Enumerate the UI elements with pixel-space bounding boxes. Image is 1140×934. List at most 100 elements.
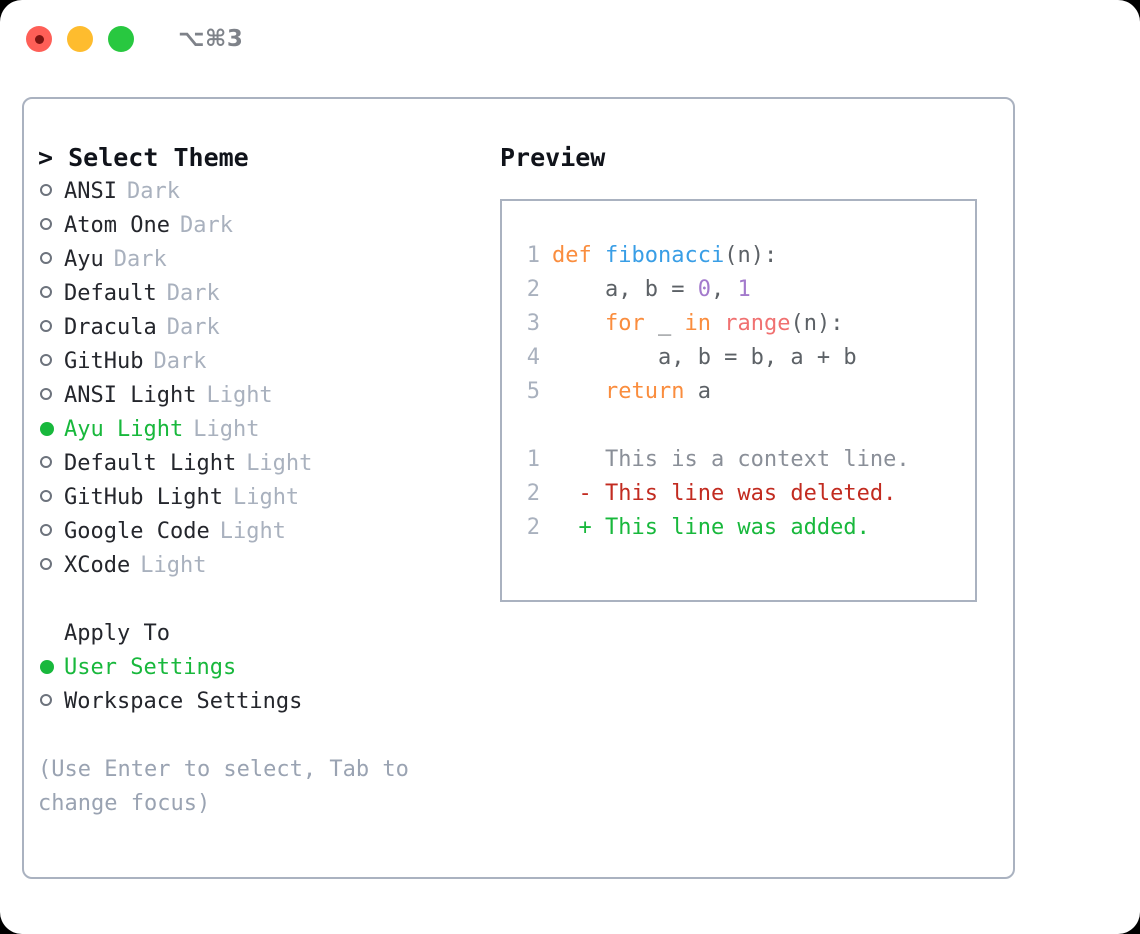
option-name: ANSI Light <box>64 383 197 408</box>
diff-line-number: 2 <box>526 481 540 506</box>
diff-line: 2 + This line was added. <box>514 511 971 545</box>
option-name: Default Light <box>64 451 237 476</box>
code-token: a <box>684 379 711 404</box>
radio-unselected-circle-icon <box>40 456 52 468</box>
code-diff-separator <box>514 409 971 443</box>
radio-selected-dot-icon <box>40 660 54 674</box>
radio-unselected-circle-icon <box>40 694 52 706</box>
code-token: def <box>552 243 605 268</box>
theme-option-xcode[interactable]: XCode Light <box>38 549 498 583</box>
radio-unselected-circle-icon <box>40 558 52 570</box>
theme-option-github[interactable]: GitHub Dark <box>38 345 498 379</box>
option-name: Ayu <box>64 247 104 272</box>
option-tag: Dark <box>153 349 207 374</box>
option-tag: Dark <box>166 281 220 306</box>
apply-option-user-settings[interactable]: User Settings <box>38 651 498 685</box>
option-tag: Light <box>246 451 313 476</box>
option-tag: Dark <box>166 315 220 340</box>
theme-option-ansi-light[interactable]: ANSI Light Light <box>38 379 498 413</box>
code-line: 3 for _ in range(n): <box>514 307 971 341</box>
preview-heading: Preview <box>500 143 606 172</box>
option-name: ANSI <box>64 179 117 204</box>
code-line: 1 def fibonacci(n): <box>514 239 971 273</box>
radio-unselected-circle-icon <box>40 252 52 264</box>
apply-to-label: Apply To <box>64 621 170 646</box>
theme-option-default-light[interactable]: Default Light Light <box>38 447 498 481</box>
code-line-text: return a <box>552 375 711 409</box>
code-token: (n): <box>790 311 844 336</box>
code-token: for <box>604 311 645 336</box>
keyboard-hint-text: (Use Enter to select, Tab to change focu… <box>38 757 409 816</box>
theme-option-ayu[interactable]: Ayu Dark <box>38 243 498 277</box>
code-line: 5 return a <box>514 375 971 409</box>
option-name: GitHub <box>64 349 144 374</box>
option-tag: Dark <box>113 247 167 272</box>
select-theme-heading: > Select Theme <box>38 143 249 172</box>
diff-line-text: + This line was added. <box>552 515 870 540</box>
list-spacer <box>38 583 498 617</box>
code-token: (n): <box>724 243 778 268</box>
option-tag: Light <box>193 417 260 442</box>
window-titlebar: ⌥⌘3 <box>0 0 1140 78</box>
code-token: , <box>710 277 738 302</box>
code-line-number: 1 <box>526 243 540 268</box>
code-token: a, b = b, a + b <box>552 345 857 370</box>
theme-option-ansi[interactable]: ANSI Dark <box>38 175 498 209</box>
code-token: 1 <box>737 277 751 302</box>
code-token: a, b = <box>552 277 698 302</box>
theme-option-dracula[interactable]: Dracula Dark <box>38 311 498 345</box>
option-tag: Dark <box>126 179 180 204</box>
option-name: XCode <box>64 553 131 578</box>
minimize-button-icon[interactable] <box>67 26 93 52</box>
code-line-text: for _ in range(n): <box>552 307 843 341</box>
code-line-text: a, b = b, a + b <box>552 341 857 375</box>
close-button-icon[interactable] <box>26 26 52 52</box>
option-name: Workspace Settings <box>64 689 303 714</box>
option-name: GitHub Light <box>64 485 223 510</box>
option-name: User Settings <box>64 655 237 680</box>
option-tag: Light <box>206 383 273 408</box>
diff-line-text: - This line was deleted. <box>552 481 897 506</box>
diff-line-number: 2 <box>526 515 540 540</box>
radio-unselected-circle-icon <box>40 354 52 366</box>
code-token: in <box>684 311 711 336</box>
code-line-text: a, b = 0, 1 <box>552 273 751 307</box>
code-token: fibonacci <box>604 243 725 268</box>
option-tag: Dark <box>179 213 233 238</box>
code-line-text: def fibonacci(n): <box>552 239 777 273</box>
apply-option-workspace-settings[interactable]: Workspace Settings <box>38 685 498 719</box>
code-token: _ <box>644 311 685 336</box>
option-tag: Light <box>140 553 207 578</box>
diff-line: 1 This is a context line. <box>514 443 971 477</box>
radio-unselected-circle-icon <box>40 490 52 502</box>
diff-line-number: 1 <box>526 447 540 472</box>
code-line-number: 2 <box>526 277 540 302</box>
diff-sample: 1 This is a context line. 2 - This line w… <box>514 443 971 545</box>
radio-selected-dot-icon <box>40 422 54 436</box>
keyboard-shortcut-label: ⌥⌘3 <box>178 26 244 52</box>
radio-unselected-circle-icon <box>40 388 52 400</box>
radio-unselected-circle-icon <box>40 320 52 332</box>
maximize-button-icon[interactable] <box>108 26 134 52</box>
code-line-number: 4 <box>526 345 540 370</box>
radio-unselected-circle-icon <box>40 184 52 196</box>
code-line: 2 a, b = 0, 1 <box>514 273 971 307</box>
radio-unselected-circle-icon <box>40 286 52 298</box>
code-token <box>711 311 724 336</box>
code-token: 0 <box>697 277 711 302</box>
option-name: Google Code <box>64 519 210 544</box>
option-name: Dracula <box>64 315 157 340</box>
code-line-number: 5 <box>526 379 540 404</box>
radio-unselected-circle-icon <box>40 524 52 536</box>
